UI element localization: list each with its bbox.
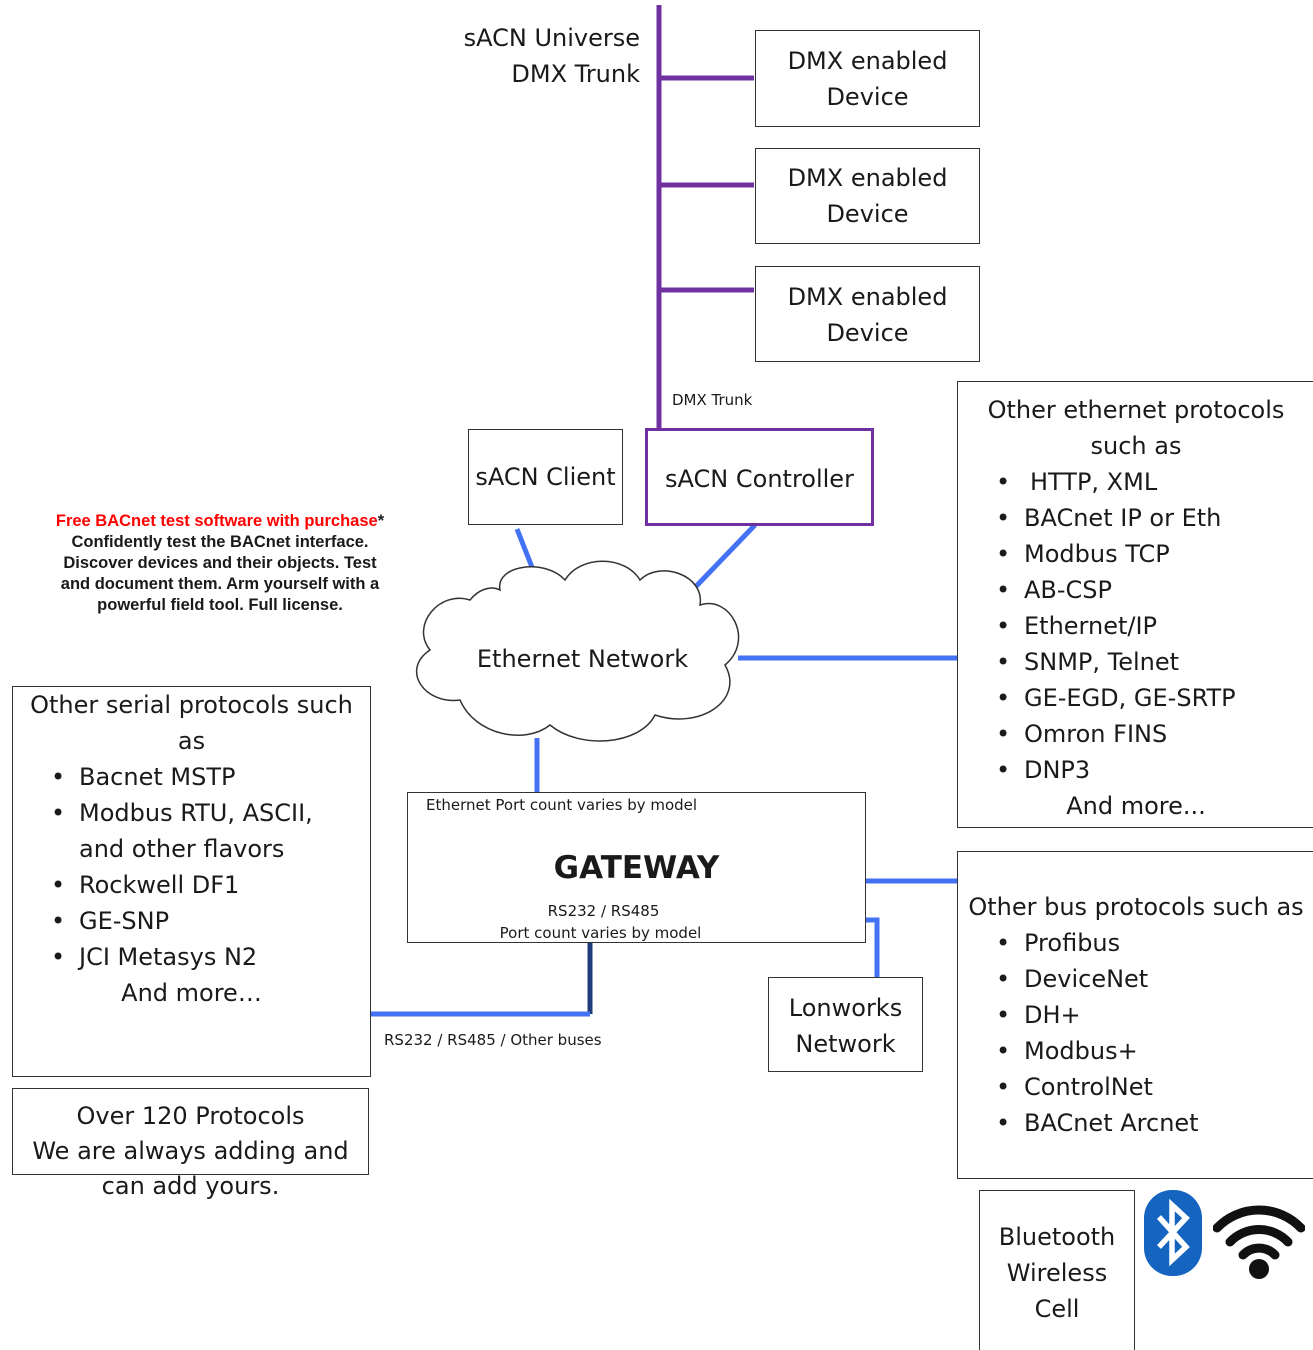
list-item: Profibus [958, 925, 1313, 961]
list-item: Ethernet/IP [958, 608, 1313, 644]
dmx-device-line1: DMX enabled [787, 283, 948, 311]
dmx-device-line2: Device [826, 83, 909, 111]
sacn-controller-box: sACN Controller [645, 428, 874, 526]
list-item: GE-SNP [13, 903, 370, 939]
bluetooth-icon [1144, 1190, 1202, 1276]
dmx-device-line2: Device [826, 319, 909, 347]
wireless-line3: Cell [1034, 1295, 1080, 1323]
list-item: BACnet IP or Eth [958, 500, 1313, 536]
sacn-universe-label: sACN Universe [463, 24, 640, 52]
list-item: Omron FINS [958, 716, 1313, 752]
promo-headline: Free BACnet test software with purchase* [20, 511, 420, 532]
serial-protocols-box: Other serial protocols such as Bacnet MS… [12, 686, 371, 1077]
gateway-ethernet-note: Ethernet Port count varies by model [426, 796, 698, 814]
list-item-continuation: and other flavors [79, 835, 285, 863]
list-item: SNMP, Telnet [958, 644, 1313, 680]
gateway-title: GATEWAY [553, 850, 720, 886]
dmx-device-box: DMX enabled Device [755, 30, 980, 127]
sacn-client-label: sACN Client [475, 463, 616, 491]
serial-protocols-title: Other serial protocols such [30, 691, 353, 719]
list-item: DNP3 [958, 752, 1313, 788]
ethernet-cloud-shape [416, 560, 740, 742]
list-item: Modbus RTU, ASCII, [13, 795, 370, 831]
list-item: HTTP, XML [958, 464, 1313, 500]
bacnet-software-promo: Free BACnet test software with purchase*… [20, 511, 420, 616]
list-item: DeviceNet [958, 961, 1313, 997]
lonworks-box: Lonworks Network [768, 977, 923, 1072]
dmx-device-line1: DMX enabled [787, 164, 948, 192]
serial-protocols-title-cont: as [177, 727, 206, 755]
gateway-port-note: Port count varies by model [499, 924, 702, 942]
protocol-count-box: Over 120 Protocols We are always adding … [12, 1088, 369, 1200]
bus-protocols-list: Profibus DeviceNet DH+ Modbus+ ControlNe… [958, 925, 1313, 1141]
list-item: DH+ [958, 997, 1313, 1033]
promo-line: Confidently test the BACnet interface. [71, 533, 369, 551]
lonworks-line1: Lonworks [788, 994, 903, 1022]
dmx-trunk-top-label: DMX Trunk [511, 60, 640, 88]
gateway-to-lonworks-link [866, 917, 880, 977]
gateway-box-body [407, 792, 866, 943]
ethernet-protocols-title-cont: such as [1090, 432, 1182, 460]
ethernet-protocols-list: HTTP, XML BACnet IP or Eth Modbus TCP AB… [958, 464, 1313, 788]
wifi-icon [1213, 1205, 1305, 1279]
bus-protocols-title: Other bus protocols such as [968, 893, 1304, 921]
dmx-trunk-bottom-label: DMX Trunk [672, 391, 753, 409]
list-item: JCI Metasys N2 [13, 939, 370, 975]
dmx-device-line2: Device [826, 200, 909, 228]
sacn-controller-label: sACN Controller [665, 465, 854, 493]
promo-line: and document them. Arm yourself with a [60, 575, 380, 593]
wireless-line1: Bluetooth [998, 1223, 1116, 1251]
promo-highlight: Free BACnet test software with purchase [55, 512, 378, 530]
wireless-line2: Wireless [1006, 1259, 1108, 1287]
dmx-device-line1: DMX enabled [787, 47, 948, 75]
dmx-device-box: DMX enabled Device [755, 148, 980, 244]
list-item: GE-EGD, GE-SRTP [958, 680, 1313, 716]
serial-protocols-list: Bacnet MSTP Modbus RTU, ASCII, and other… [13, 759, 370, 975]
list-item: Modbus+ [958, 1033, 1313, 1069]
lonworks-line2: Network [795, 1030, 896, 1058]
list-item: AB-CSP [958, 572, 1313, 608]
list-item: ControlNet [958, 1069, 1313, 1105]
list-item: Rockwell DF1 [13, 867, 370, 903]
protocol-count-line2: We are always adding and [32, 1137, 349, 1165]
protocol-count-line1: Over 120 Protocols [76, 1102, 305, 1130]
gateway-serial-note: RS232 / RS485 [547, 902, 660, 920]
list-item: Bacnet MSTP [13, 759, 370, 795]
wireless-box: Bluetooth Wireless Cell [979, 1190, 1135, 1350]
ethernet-protocols-more: And more... [1066, 792, 1206, 820]
promo-line: Discover devices and their objects. Test [63, 554, 377, 572]
list-item: Modbus TCP [958, 536, 1313, 572]
serial-protocols-more: And more… [121, 979, 262, 1007]
dmx-device-box: DMX enabled Device [755, 266, 980, 362]
promo-line: powerful field tool. Full license. [97, 596, 343, 614]
ethernet-network-label: Ethernet Network [476, 645, 689, 673]
ethernet-protocols-box: Other ethernet protocols such as HTTP, X… [957, 381, 1313, 828]
promo-asterisk: * [377, 512, 385, 530]
serial-bus-label: RS232 / RS485 / Other buses [384, 1031, 602, 1049]
bus-protocols-box: Other bus protocols such as Profibus Dev… [957, 851, 1313, 1179]
list-item: BACnet Arcnet [958, 1105, 1313, 1141]
protocol-count-line3: can add yours. [101, 1172, 280, 1200]
ethernet-protocols-title: Other ethernet protocols [987, 396, 1285, 424]
sacn-client-box: sACN Client [468, 429, 623, 525]
